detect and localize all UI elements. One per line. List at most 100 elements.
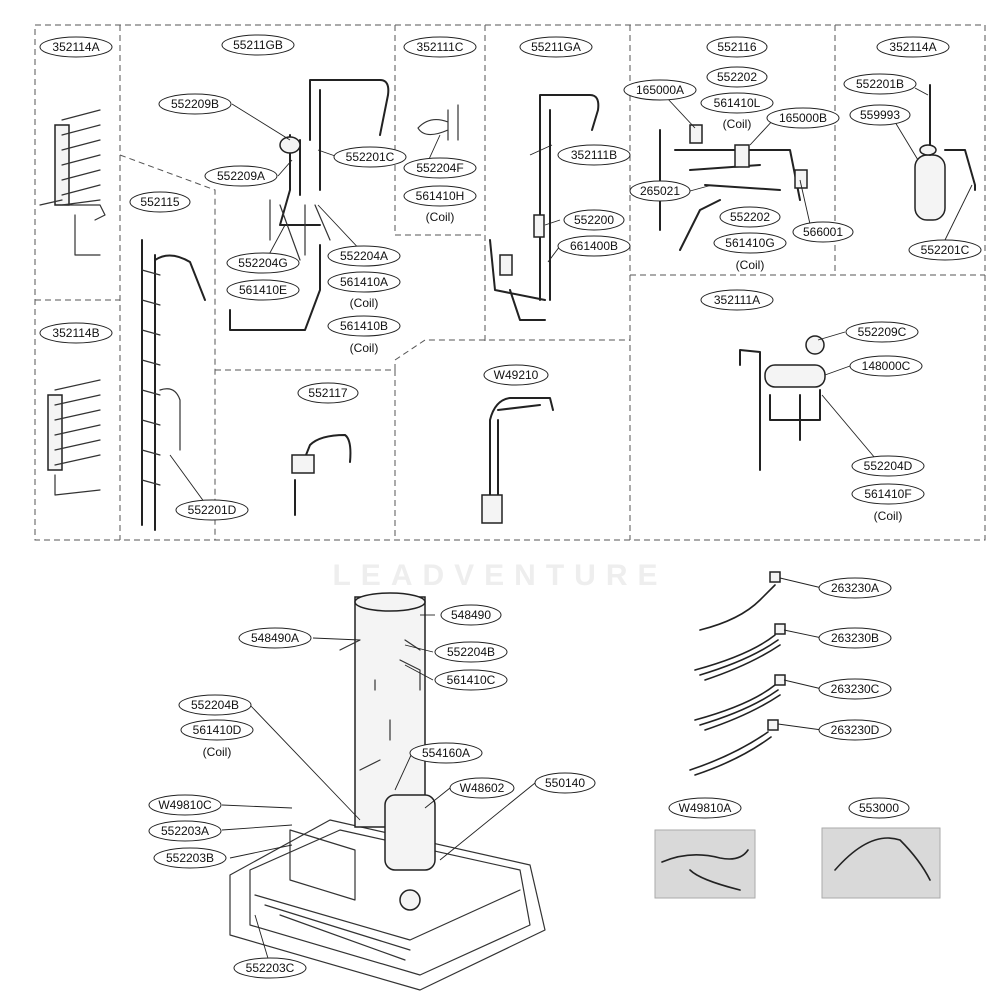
svg-text:W49810C: W49810C [158, 798, 212, 812]
svg-text:552117: 552117 [308, 386, 347, 400]
part-label-552202-top: 552202 [706, 66, 768, 88]
svg-text:561410L: 561410L [714, 96, 761, 110]
svg-text:552116: 552116 [717, 40, 756, 54]
svg-text:263230C: 263230C [831, 682, 880, 696]
svg-text:263230D: 263230D [831, 723, 880, 737]
part-label-W48602: W48602 [449, 777, 515, 799]
part-base-assembly [229, 592, 546, 991]
svg-text:552209C: 552209C [858, 325, 907, 339]
part-352114A-left [39, 109, 106, 256]
part-label-552203A: 552203A [148, 820, 222, 842]
svg-text:552204G: 552204G [238, 256, 287, 270]
svg-text:552204F: 552204F [416, 161, 463, 175]
part-352111C [417, 104, 459, 141]
part-label-352111C: 352111C [403, 36, 477, 58]
part-label-165000B: 165000B [766, 107, 840, 129]
photo-553000-wire [834, 837, 931, 881]
part-label-552209A: 552209A [204, 165, 278, 187]
coil-note-561410B: (Coil) [350, 341, 379, 355]
part-label-352114B: 352114B [39, 322, 113, 344]
part-label-561410C: 561410C [434, 669, 508, 691]
part-label-263230C: 263230C [818, 678, 892, 700]
part-263230-wires [689, 571, 786, 776]
part-label-552204G: 552204G [226, 252, 300, 274]
part-label-553000: 553000 [848, 797, 910, 819]
svg-text:552203A: 552203A [161, 824, 209, 838]
part-label-552204F: 552204F [403, 157, 477, 179]
part-label-566001: 566001 [792, 221, 854, 243]
part-label-552204A: 552204A [327, 245, 401, 267]
svg-text:W49810A: W49810A [679, 801, 732, 815]
svg-text:566001: 566001 [803, 225, 843, 239]
svg-text:561410D: 561410D [193, 723, 242, 737]
part-552117 [291, 434, 352, 516]
part-label-55211GA: 55211GA [519, 36, 593, 58]
svg-text:263230B: 263230B [831, 631, 879, 645]
svg-text:552203B: 552203B [166, 851, 214, 865]
part-552115 [141, 239, 206, 531]
svg-text:552202: 552202 [717, 70, 757, 84]
coil-note-561410H: (Coil) [426, 210, 455, 224]
part-552116 [659, 124, 808, 251]
svg-text:552201C: 552201C [346, 150, 395, 164]
coil-note-561410L: (Coil) [723, 117, 752, 131]
part-label-561410L: 561410L [700, 92, 774, 114]
part-label-552203C: 552203C [233, 957, 307, 979]
part-label-552115: 552115 [129, 191, 191, 213]
svg-text:661400B: 661400B [570, 239, 618, 253]
part-label-552209C: 552209C [845, 321, 919, 343]
svg-text:352111C: 352111C [417, 40, 464, 54]
coil-note-561410F: (Coil) [874, 509, 903, 523]
svg-text:352111A: 352111A [714, 293, 760, 307]
svg-text:559993: 559993 [860, 108, 900, 122]
part-label-552202-bot: 552202 [719, 206, 781, 228]
part-label-561410F: 561410F [851, 483, 925, 505]
part-352114B [47, 379, 101, 496]
svg-text:352114A: 352114A [52, 40, 99, 54]
svg-text:561410B: 561410B [340, 319, 388, 333]
svg-text:554160A: 554160A [422, 746, 470, 760]
part-label-W49210: W49210 [483, 364, 549, 386]
svg-text:561410H: 561410H [416, 189, 465, 203]
part-label-552117: 552117 [297, 382, 359, 404]
svg-text:561410E: 561410E [239, 283, 287, 297]
svg-text:552204D: 552204D [864, 459, 913, 473]
photo-W49810A [654, 829, 756, 899]
svg-text:561410C: 561410C [447, 673, 496, 687]
svg-text:552209B: 552209B [171, 97, 219, 111]
part-label-561410A: 561410A [327, 271, 401, 293]
svg-text:552201D: 552201D [188, 503, 237, 517]
part-W49210 [481, 397, 554, 524]
svg-text:352114A: 352114A [889, 40, 936, 54]
coil-note-561410A: (Coil) [350, 296, 379, 310]
svg-text:165000B: 165000B [779, 111, 827, 125]
svg-text:552203C: 552203C [246, 961, 295, 975]
part-label-550140: 550140 [534, 772, 596, 794]
section-borders [34, 24, 986, 541]
coil-note-561410G: (Coil) [736, 258, 765, 272]
part-label-552204D: 552204D [851, 455, 925, 477]
part-label-561410H: 561410H [403, 185, 477, 207]
part-label-552200: 552200 [563, 209, 625, 231]
svg-text:561410F: 561410F [864, 487, 911, 501]
part-label-148000C: 148000C [849, 355, 923, 377]
part-label-661400B: 661400B [557, 235, 631, 257]
part-label-561410D: 561410D [180, 719, 254, 741]
svg-text:561410A: 561410A [340, 275, 388, 289]
svg-text:265021: 265021 [640, 184, 680, 198]
leader-lines [169, 87, 973, 966]
part-label-552201B: 552201B [843, 73, 917, 95]
part-label-552201C-mid: 552201C [333, 146, 407, 168]
part-label-552204B-top: 552204B [434, 641, 508, 663]
part-55211GB [229, 79, 390, 331]
part-label-561410G: 561410G [713, 232, 787, 254]
svg-text:548490: 548490 [451, 608, 491, 622]
svg-text:552201B: 552201B [856, 77, 904, 91]
part-label-352111B: 352111B [557, 144, 631, 166]
part-352111A [739, 335, 826, 471]
svg-text:263230A: 263230A [831, 581, 879, 595]
part-label-559993: 559993 [849, 104, 911, 126]
part-label-561410E: 561410E [226, 279, 300, 301]
svg-text:552200: 552200 [574, 213, 614, 227]
